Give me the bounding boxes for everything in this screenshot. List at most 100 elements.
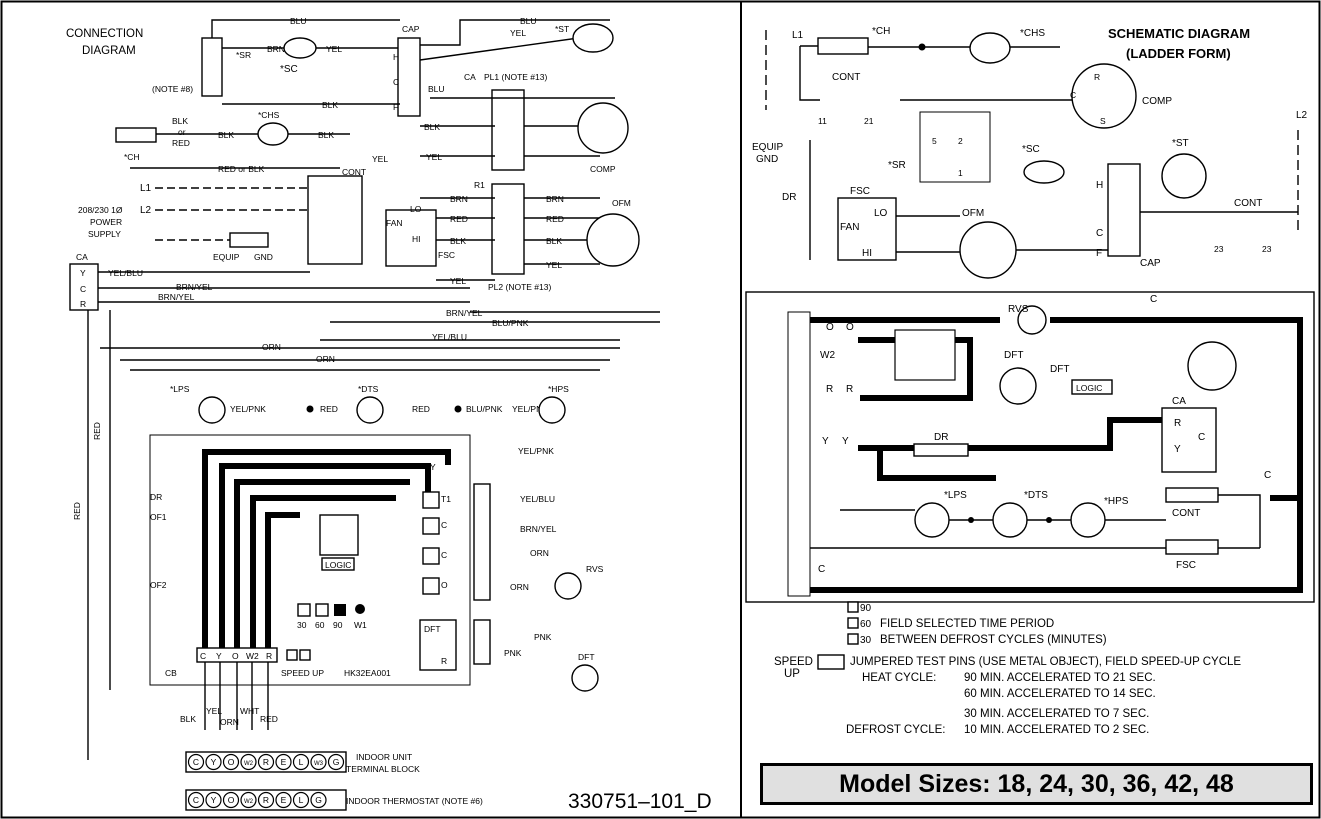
sch-sc-label: *SC <box>1022 144 1040 155</box>
legend-speed: SPEED <box>774 656 813 668</box>
cb-label: CB <box>165 668 177 678</box>
defrost-board-outline <box>149 434 471 686</box>
sch-l2-label: L2 <box>1296 110 1308 121</box>
wire-brn-pl2: BRN <box>450 194 468 204</box>
ca-pl1-label: CA <box>464 72 476 82</box>
sch-ofm-label: OFM <box>962 208 984 219</box>
rvs-symbol <box>554 572 582 600</box>
sch-sr-label: *SR <box>888 160 906 171</box>
sch-lo-label: LO <box>874 208 888 219</box>
terminal-label: R <box>263 795 269 805</box>
cap-h-label: H <box>393 52 399 62</box>
wire-yel-pnk-2: YEL/PNK <box>512 404 548 414</box>
terminal-circle <box>257 753 275 771</box>
sch-sc-symbol <box>1023 160 1065 184</box>
terminal-circle <box>222 791 240 809</box>
cap-label: CAP <box>402 24 420 34</box>
sch-dts-symbol <box>992 502 1028 538</box>
wire-blk-ofm: BLK <box>546 236 562 246</box>
board-y-pin: Y <box>430 462 436 472</box>
board-dft-header <box>419 619 457 671</box>
of2-label: OF2 <box>150 580 167 590</box>
sch-o-b: O <box>846 322 854 333</box>
ca-r-label: R <box>80 299 86 309</box>
power-line3: SUPPLY <box>88 229 121 239</box>
sch-ofm-symbol <box>959 221 1017 279</box>
chs-switch-symbol <box>257 122 289 146</box>
schematic-diagram: SCHEMATIC DIAGRAM (LADDER FORM) L1 L2 *C… <box>745 26 1315 603</box>
wire-blu-pl1: BLU <box>428 84 445 94</box>
sch-fan-label: FAN <box>840 222 859 233</box>
terminal-circle <box>187 753 205 771</box>
terminal-label: O <box>228 795 235 805</box>
sch-cap-f: F <box>1096 248 1102 259</box>
indoor-yel: YEL <box>206 706 222 716</box>
ground-lug-box <box>229 232 269 248</box>
wire-yel-pnk-1: YEL/PNK <box>230 404 266 414</box>
sch-ca-c: C <box>1198 432 1205 443</box>
connection-title-line1: CONNECTION <box>66 28 143 40</box>
sch-r-a: R <box>826 384 833 395</box>
terminal-label: R <box>263 757 269 767</box>
board-term-o: O <box>232 651 239 661</box>
indoor-wires <box>204 662 269 730</box>
harness-orn-1: ORN <box>262 342 281 352</box>
terminal-label: E <box>281 795 287 805</box>
sch-dft-switch <box>999 367 1037 405</box>
sch-21-label: 21 <box>864 116 874 126</box>
board-part-label: HK32EA001 <box>344 668 391 678</box>
st-label: *ST <box>555 24 569 34</box>
pl1-label: PL1 (NOTE #13) <box>484 72 547 82</box>
wire-blk-pl2: BLK <box>450 236 466 246</box>
cap-c-label: C <box>393 77 399 87</box>
wire-red-pl2: RED <box>450 214 468 224</box>
gnd-label: GND <box>254 252 273 262</box>
board-term-c: C <box>200 651 206 661</box>
terminal-circle <box>240 753 257 771</box>
terminal-circle <box>275 791 292 809</box>
jumper-90-box <box>334 604 346 616</box>
ca-label-left: CA <box>76 252 88 262</box>
sch-sr-5: 5 <box>932 136 937 146</box>
legend-field-selected: FIELD SELECTED TIME PERIOD <box>880 618 1054 630</box>
sch-line1-wiring <box>799 45 1080 101</box>
sch-rvs-label: RVS <box>1008 304 1029 315</box>
sch-terminal-rail <box>787 311 811 597</box>
indoor-red: RED <box>260 714 278 724</box>
sch-rail-dashes <box>765 30 1299 230</box>
junction-dot-2 <box>306 405 314 413</box>
ca-y-label: Y <box>80 268 86 278</box>
legend-60-box <box>847 617 859 629</box>
sch-comp-c: C <box>1070 90 1076 100</box>
sch-fsc-wiring <box>810 494 1261 549</box>
legend-defrost-cycle: DEFROST CYCLE: <box>846 724 945 736</box>
ofm-motor-symbol <box>586 213 640 267</box>
equip-label: EQUIP <box>213 252 240 262</box>
board-dft-label: DFT <box>424 624 441 634</box>
harness-yel-blu: YEL/BLU <box>432 332 467 342</box>
board-c-label-1: C <box>441 520 447 530</box>
terminal-label: Y <box>211 757 217 767</box>
terminal-label: G <box>315 795 322 805</box>
pl1-wiring <box>420 97 615 157</box>
sch-cont-label: CONT <box>832 72 860 83</box>
sch-c-top: C <box>1150 294 1157 305</box>
sch-ch-box <box>817 37 869 55</box>
jumper-30-label: 30 <box>297 620 307 630</box>
sch-dft-label-2: DFT <box>1050 364 1069 375</box>
speed-up-label: SPEED UP <box>281 668 324 678</box>
terminal-circle <box>240 791 257 809</box>
terminal-label: L <box>299 757 304 767</box>
ch-label: *CH <box>124 152 140 162</box>
board-c-label-2: C <box>441 550 447 560</box>
wire-yel-cont: YEL <box>372 154 388 164</box>
terminal-circle <box>257 791 275 809</box>
sch-fsc-coil <box>1165 539 1219 555</box>
red-verticals <box>87 310 111 760</box>
side-yel-blu: YEL/BLU <box>520 494 555 504</box>
sch-w2: W2 <box>820 350 835 361</box>
sch-lps-label: *LPS <box>944 490 967 501</box>
